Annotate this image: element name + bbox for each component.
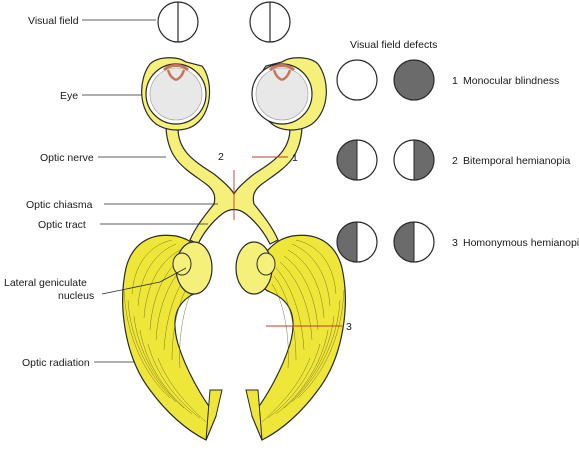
eye-left xyxy=(141,57,211,131)
defect-2-left-field xyxy=(336,139,378,181)
eye-right xyxy=(251,57,327,131)
defect-row-3: 3 Homonymous hemianopia xyxy=(336,221,579,263)
label-optic-chiasma: Optic chiasma xyxy=(26,199,93,211)
label-eye: Eye xyxy=(60,90,78,102)
defect-2-number: 2 xyxy=(452,155,458,167)
defect-1-right-field xyxy=(393,59,435,101)
defect-3-name: Homonymous hemianopia xyxy=(463,237,579,249)
label-optic-tract: Optic tract xyxy=(38,219,86,231)
lgn-right-lobe xyxy=(256,252,276,276)
defects-title: Visual field defects xyxy=(350,39,437,51)
label-lgn-line1: Lateral geniculate xyxy=(4,277,87,289)
defect-1-left-field xyxy=(336,59,378,101)
defect-row-2: 2 Bitemporal hemianopia xyxy=(336,139,571,181)
optic-radiation-right xyxy=(245,234,346,441)
defect-row-1: 1 Monocular blindness xyxy=(336,59,559,101)
label-visual-field: Visual field xyxy=(28,15,79,27)
defect-3-left-field xyxy=(336,221,378,263)
label-lgn-line2: nucleus xyxy=(58,290,94,302)
defect-1-number: 1 xyxy=(452,75,458,87)
lesion-marker-1: 1 xyxy=(292,152,298,164)
lesion-marker-3: 3 xyxy=(346,321,352,333)
visual-field-right xyxy=(249,1,291,43)
lesion-marker-2: 2 xyxy=(218,151,224,163)
defect-1-name: Monocular blindness xyxy=(463,75,559,87)
visual-field-left xyxy=(157,1,199,43)
defect-2-name: Bitemporal hemianopia xyxy=(463,155,571,167)
lgn-left-lobe xyxy=(172,252,192,276)
defect-3-right-field xyxy=(393,221,435,263)
defect-3-number: 3 xyxy=(452,237,458,249)
label-optic-radiation: Optic radiation xyxy=(22,357,90,369)
label-leaders xyxy=(82,19,218,363)
defect-2-right-field xyxy=(393,139,435,181)
label-optic-nerve: Optic nerve xyxy=(40,152,94,164)
